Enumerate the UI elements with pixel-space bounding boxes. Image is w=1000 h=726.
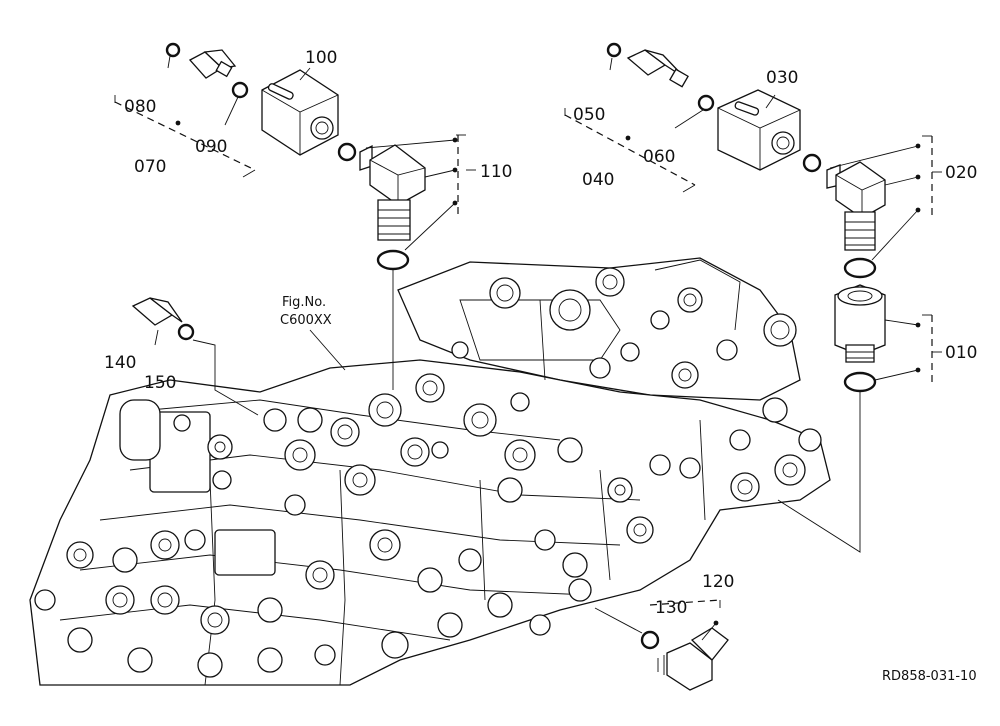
callout-080: 080 bbox=[124, 97, 156, 117]
callout-130: 130 bbox=[655, 598, 687, 618]
adapter-010 bbox=[834, 284, 886, 363]
callout-100: 100 bbox=[305, 48, 337, 68]
callout-070: 070 bbox=[134, 157, 166, 177]
cartridge-030 bbox=[717, 89, 801, 171]
callout-020: 020 bbox=[945, 163, 977, 183]
callout-120: 120 bbox=[702, 572, 734, 592]
callout-060: 060 bbox=[643, 147, 675, 167]
elbow-fitting-120-group bbox=[594, 599, 729, 691]
elbow-fitting-110 bbox=[359, 144, 426, 241]
callout-040: 040 bbox=[582, 170, 614, 190]
callout-090: 090 bbox=[195, 137, 227, 157]
callout-010: 010 bbox=[945, 343, 977, 363]
fig-ref-label: Fig.No. bbox=[282, 295, 326, 310]
valve-ports bbox=[34, 267, 822, 678]
fig-ref-leader bbox=[309, 329, 346, 371]
relief-valve-group-right bbox=[564, 42, 942, 553]
elbow-fitting-020 bbox=[826, 161, 886, 251]
plug-fitting-070 bbox=[188, 49, 237, 79]
fig-ref-number: C600XX bbox=[280, 313, 332, 328]
callout-labels: 080 090 070 100 110 050 060 040 030 020 … bbox=[104, 48, 977, 684]
callout-110: 110 bbox=[480, 162, 512, 182]
callout-050: 050 bbox=[573, 105, 605, 125]
callout-030: 030 bbox=[766, 68, 798, 88]
callout-150: 150 bbox=[144, 373, 176, 393]
control-valve-body bbox=[29, 257, 831, 686]
relief-valve-group-left bbox=[114, 42, 476, 390]
plug-fitting-040 bbox=[626, 49, 689, 88]
cartridge-100 bbox=[261, 69, 339, 156]
callout-140: 140 bbox=[104, 353, 136, 373]
drawing-code: RD858-031-10 bbox=[882, 669, 977, 684]
plug-fitting-140-group bbox=[131, 297, 259, 416]
